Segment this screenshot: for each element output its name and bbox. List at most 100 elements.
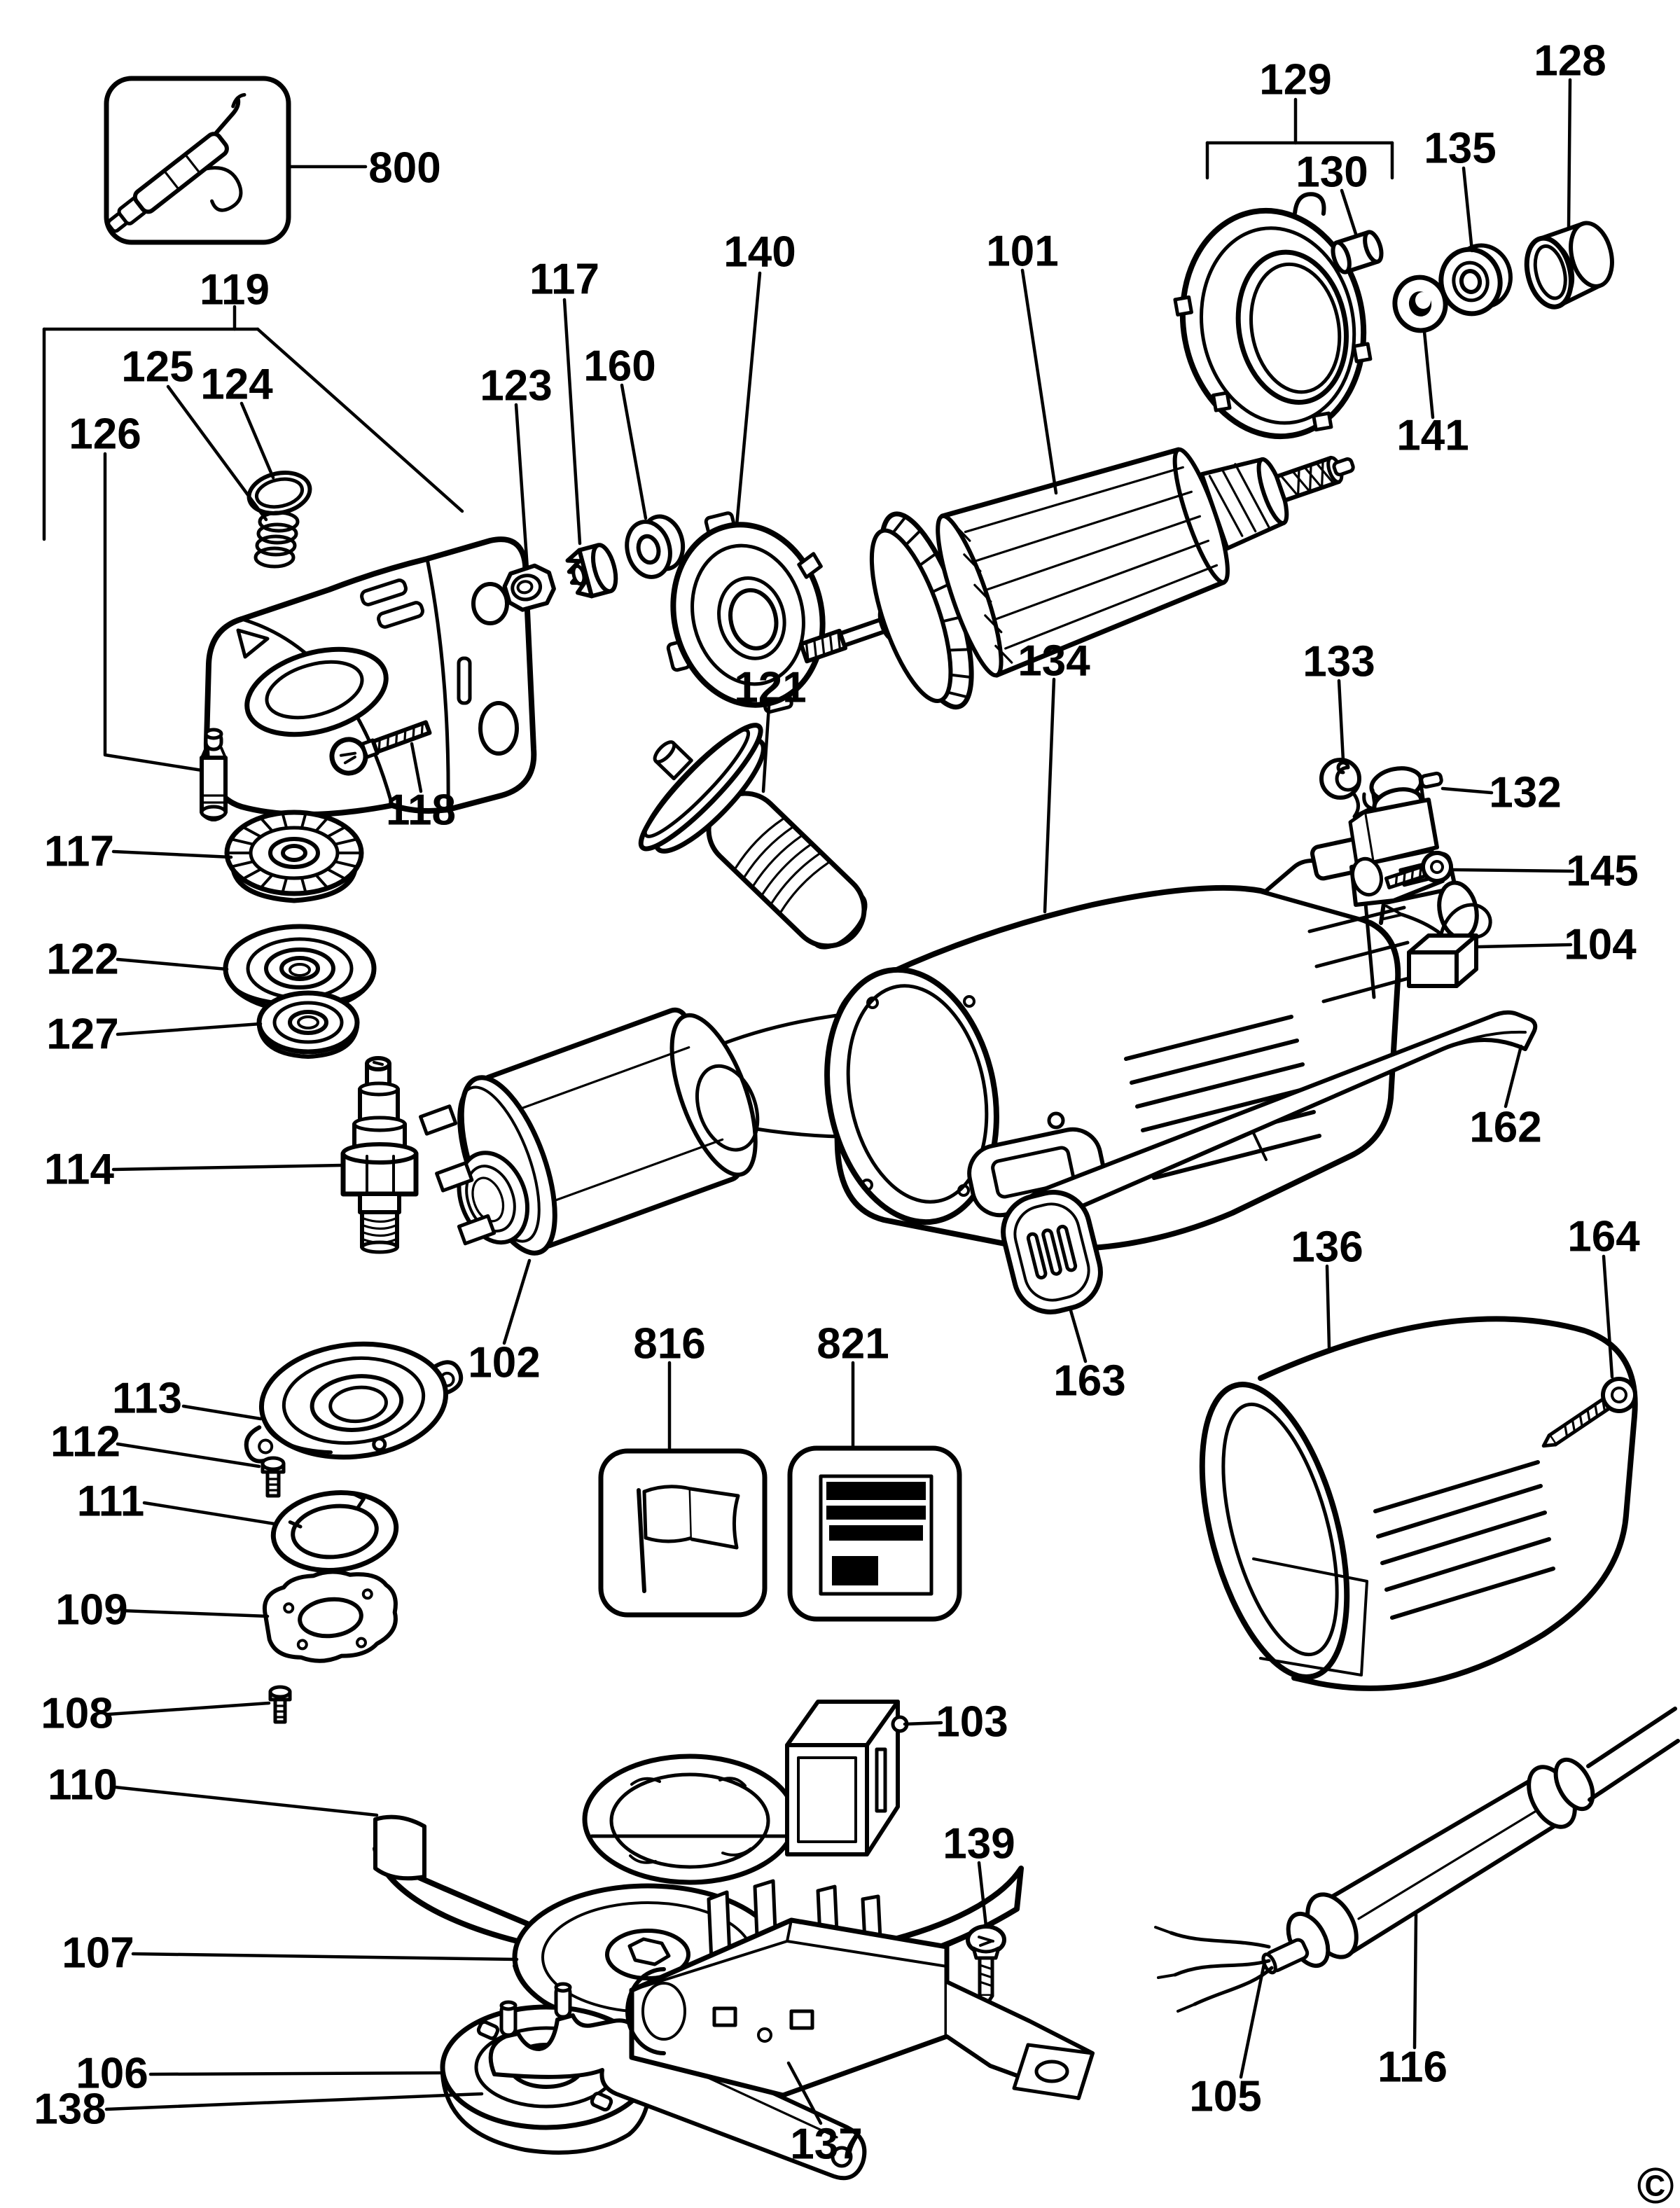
leader-line-160-0 [620, 383, 648, 520]
part-label-o-ring-124: 124 [200, 361, 273, 409]
part-label-field-coil-102: 102 [468, 1339, 540, 1387]
part-label-armature-101: 101 [986, 228, 1058, 276]
leader-line-112-0 [116, 1442, 261, 1468]
leader-line-133-0 [1337, 679, 1345, 763]
fan-baffle-140 [666, 511, 826, 714]
housing-cover-136 [1199, 1316, 1638, 1691]
leader-line-141-0 [1422, 330, 1435, 419]
part-label-screw-139: 139 [943, 1820, 1015, 1868]
part-label-motor-housing-134: 134 [1018, 637, 1090, 686]
ball-bearing-135 [1438, 243, 1513, 317]
part-label-bearing-plate-113: 113 [112, 1375, 182, 1423]
leader-line-132-0 [1441, 786, 1494, 795]
leader-line-106-0 [148, 2071, 446, 2076]
field-coil-102 [419, 1006, 1097, 1256]
part-label-screw-108: 108 [41, 1690, 113, 1738]
part-label-backing-flange-107: 107 [62, 1929, 134, 1978]
inset-box-821 [787, 1445, 962, 1622]
flange-122 [223, 924, 377, 1013]
switch-mount-137 [625, 1879, 1095, 2100]
crown-gear-117 [224, 810, 364, 903]
part-label-ball-bearing-127: 127 [46, 1011, 118, 1059]
brush-cap-163 [1001, 1190, 1103, 1314]
part-label-screw-118: 118 [386, 786, 456, 835]
leader-line-101-0 [1020, 268, 1058, 495]
part-label-spindle-114: 114 [44, 1146, 115, 1194]
leader-line-135-0 [1462, 166, 1474, 253]
part-label-copyright-mark-©: © [1637, 2158, 1674, 2208]
cord-protector-116 [1286, 1707, 1680, 1969]
part-label-nameplate-label-821: 821 [817, 1320, 889, 1368]
gear-case-housing [203, 536, 537, 818]
leader-line-125-0 [166, 384, 268, 522]
part-label-washer-141: 141 [1396, 412, 1469, 460]
leader-line-137-0 [786, 2061, 823, 2125]
part-label-clamp-nut-106: 106 [76, 2050, 148, 2098]
carbon-brush-104 [1382, 903, 1492, 988]
leader-line-138-0 [104, 2092, 484, 2111]
spring-clip-133 [1319, 758, 1373, 819]
part-label-lock-lever-162: 162 [1469, 1104, 1541, 1152]
locknut-123 [502, 563, 556, 612]
part-label-bearing-160: 160 [583, 342, 655, 391]
part-label-bell-housing-group-129: 129 [1259, 56, 1331, 104]
leader-line-118-0 [410, 742, 423, 793]
part-label-switch-mount-137: 137 [790, 2120, 862, 2169]
switch-assembly-132 [1348, 766, 1445, 907]
leader-line-102-0 [502, 1258, 532, 1345]
bearing-160 [625, 514, 686, 579]
spring-125 [254, 511, 300, 569]
part-label-side-handle-121: 121 [734, 664, 806, 712]
screw-145 [1384, 851, 1453, 890]
sleeve-128 [1524, 221, 1614, 310]
part-label-power-cord-leads-105: 105 [1189, 2073, 1261, 2121]
part-label-sleeve-128: 128 [1534, 37, 1606, 85]
screw-118 [329, 720, 432, 776]
part-label-spring-125: 125 [121, 343, 193, 391]
part-label-warning-label-816: 816 [633, 1320, 705, 1368]
part-label-wheel-guard-110: 110 [48, 1761, 118, 1810]
leader-line-124-0 [239, 401, 275, 480]
lock-ring-111 [270, 1490, 399, 1573]
inset-box-816 [598, 1448, 768, 1618]
armature-101 [798, 447, 1355, 710]
part-label-pin-130: 130 [1296, 148, 1368, 197]
part-label-ball-bearing-135: 135 [1424, 125, 1496, 173]
leader-line-105-0 [1239, 1959, 1267, 2079]
part-label-screw-145: 145 [1566, 847, 1638, 896]
spindle-114 [340, 1056, 419, 1254]
leader-line-126-0 [103, 452, 204, 772]
part-label-brush-cap-163: 163 [1053, 1357, 1125, 1405]
power-cord-105 [1154, 1926, 1310, 2013]
leader-line-122-0 [116, 957, 229, 971]
inset-box-800 [104, 76, 291, 245]
pin-130 [1331, 230, 1384, 275]
screw-108 [268, 1685, 292, 1724]
bell-housing-129 [1173, 192, 1373, 440]
leader-line-117-0 [111, 849, 233, 859]
side-handle-121 [638, 723, 868, 950]
part-label-switch-assembly-132: 132 [1489, 769, 1561, 817]
part-label-crown-gear-117: 117 [44, 828, 114, 876]
part-label-housing-cover-136: 136 [1291, 1223, 1363, 1272]
leader-line-145-0 [1450, 868, 1575, 873]
leader-line-113-0 [181, 1404, 263, 1421]
leader-line-121-0 [761, 704, 771, 793]
ball-bearing-127 [256, 990, 360, 1059]
part-label-detent-pin-126: 126 [69, 410, 141, 459]
leader-line-108-0 [106, 1701, 271, 1716]
leader-line-117-0 [562, 298, 582, 546]
part-label-screw-164: 164 [1567, 1213, 1640, 1261]
leader-line-127-0 [116, 1022, 263, 1036]
part-label-screw-112: 112 [50, 1418, 120, 1466]
leader-line-140-0 [735, 271, 762, 527]
capacitor-103 [785, 1700, 909, 1856]
part-label-spring-clip-133: 133 [1303, 638, 1375, 686]
leader-line-164-0 [1602, 1254, 1614, 1379]
part-label-capacitor-103: 103 [936, 1698, 1008, 1747]
screw-139 [966, 1924, 1006, 2008]
leader-line-107-0 [131, 1952, 519, 1961]
